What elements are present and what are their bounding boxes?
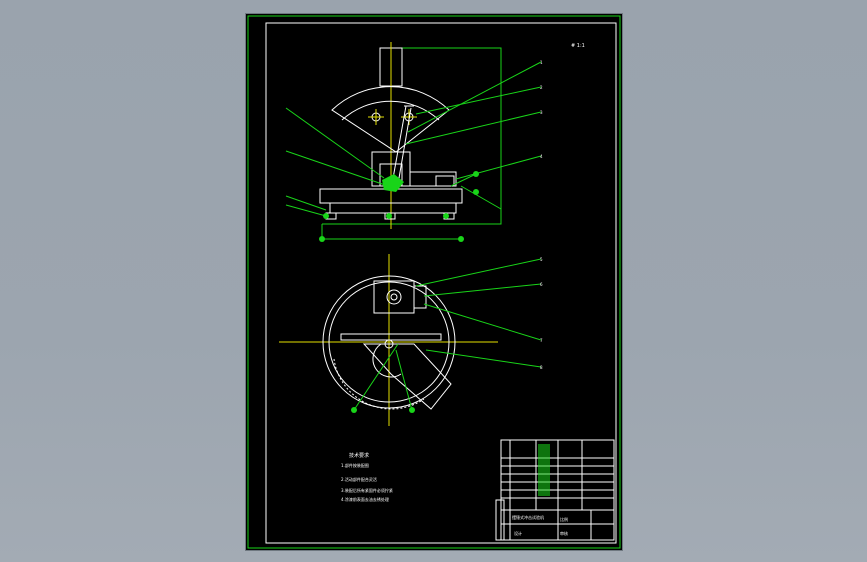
svg-text:3: 3 xyxy=(540,110,543,115)
svg-text:4: 4 xyxy=(540,154,543,159)
inner-border xyxy=(265,22,617,544)
title-block: 摆锤式冲击试验机 设计 比例 审核 xyxy=(495,439,615,541)
drawing-sheet: # 1:1 xyxy=(245,13,623,551)
top-leaders: 5 6 7 8 xyxy=(353,257,543,411)
technical-requirements: 技术要求 1.部件按装配图 2.活动部件配合灵活 3.装配后所有紧固件必须拧紧 … xyxy=(341,452,393,502)
scale-label: 比例 xyxy=(560,516,568,522)
checker-label: 审核 xyxy=(560,530,568,536)
designer-label: 设计 xyxy=(514,530,522,536)
tech-req-line-3: 3.装配后所有紧固件必须拧紧 xyxy=(341,487,393,493)
svg-text:5: 5 xyxy=(540,257,543,262)
tech-req-line-2: 2.活动部件配合灵活 xyxy=(341,476,377,482)
front-view xyxy=(319,42,502,242)
svg-text:2: 2 xyxy=(540,85,543,90)
svg-text:8: 8 xyxy=(540,365,543,370)
tech-req-line-1: 1.部件按装配图 xyxy=(341,462,369,468)
cad-drawing: # 1:1 xyxy=(247,15,621,549)
svg-text:7: 7 xyxy=(540,338,543,343)
svg-text:6: 6 xyxy=(540,282,543,287)
drawing-name: 摆锤式冲击试验机 xyxy=(512,514,544,520)
scale-note: # 1:1 xyxy=(571,43,585,49)
tech-req-title: 技术要求 xyxy=(349,452,369,459)
tech-req-line-4: 4.涂漆前表面去油去锈处理 xyxy=(341,496,389,502)
outer-border xyxy=(247,15,621,549)
svg-text:1: 1 xyxy=(540,60,543,65)
front-leaders: 1 2 3 4 xyxy=(285,60,543,217)
top-view xyxy=(279,254,498,426)
